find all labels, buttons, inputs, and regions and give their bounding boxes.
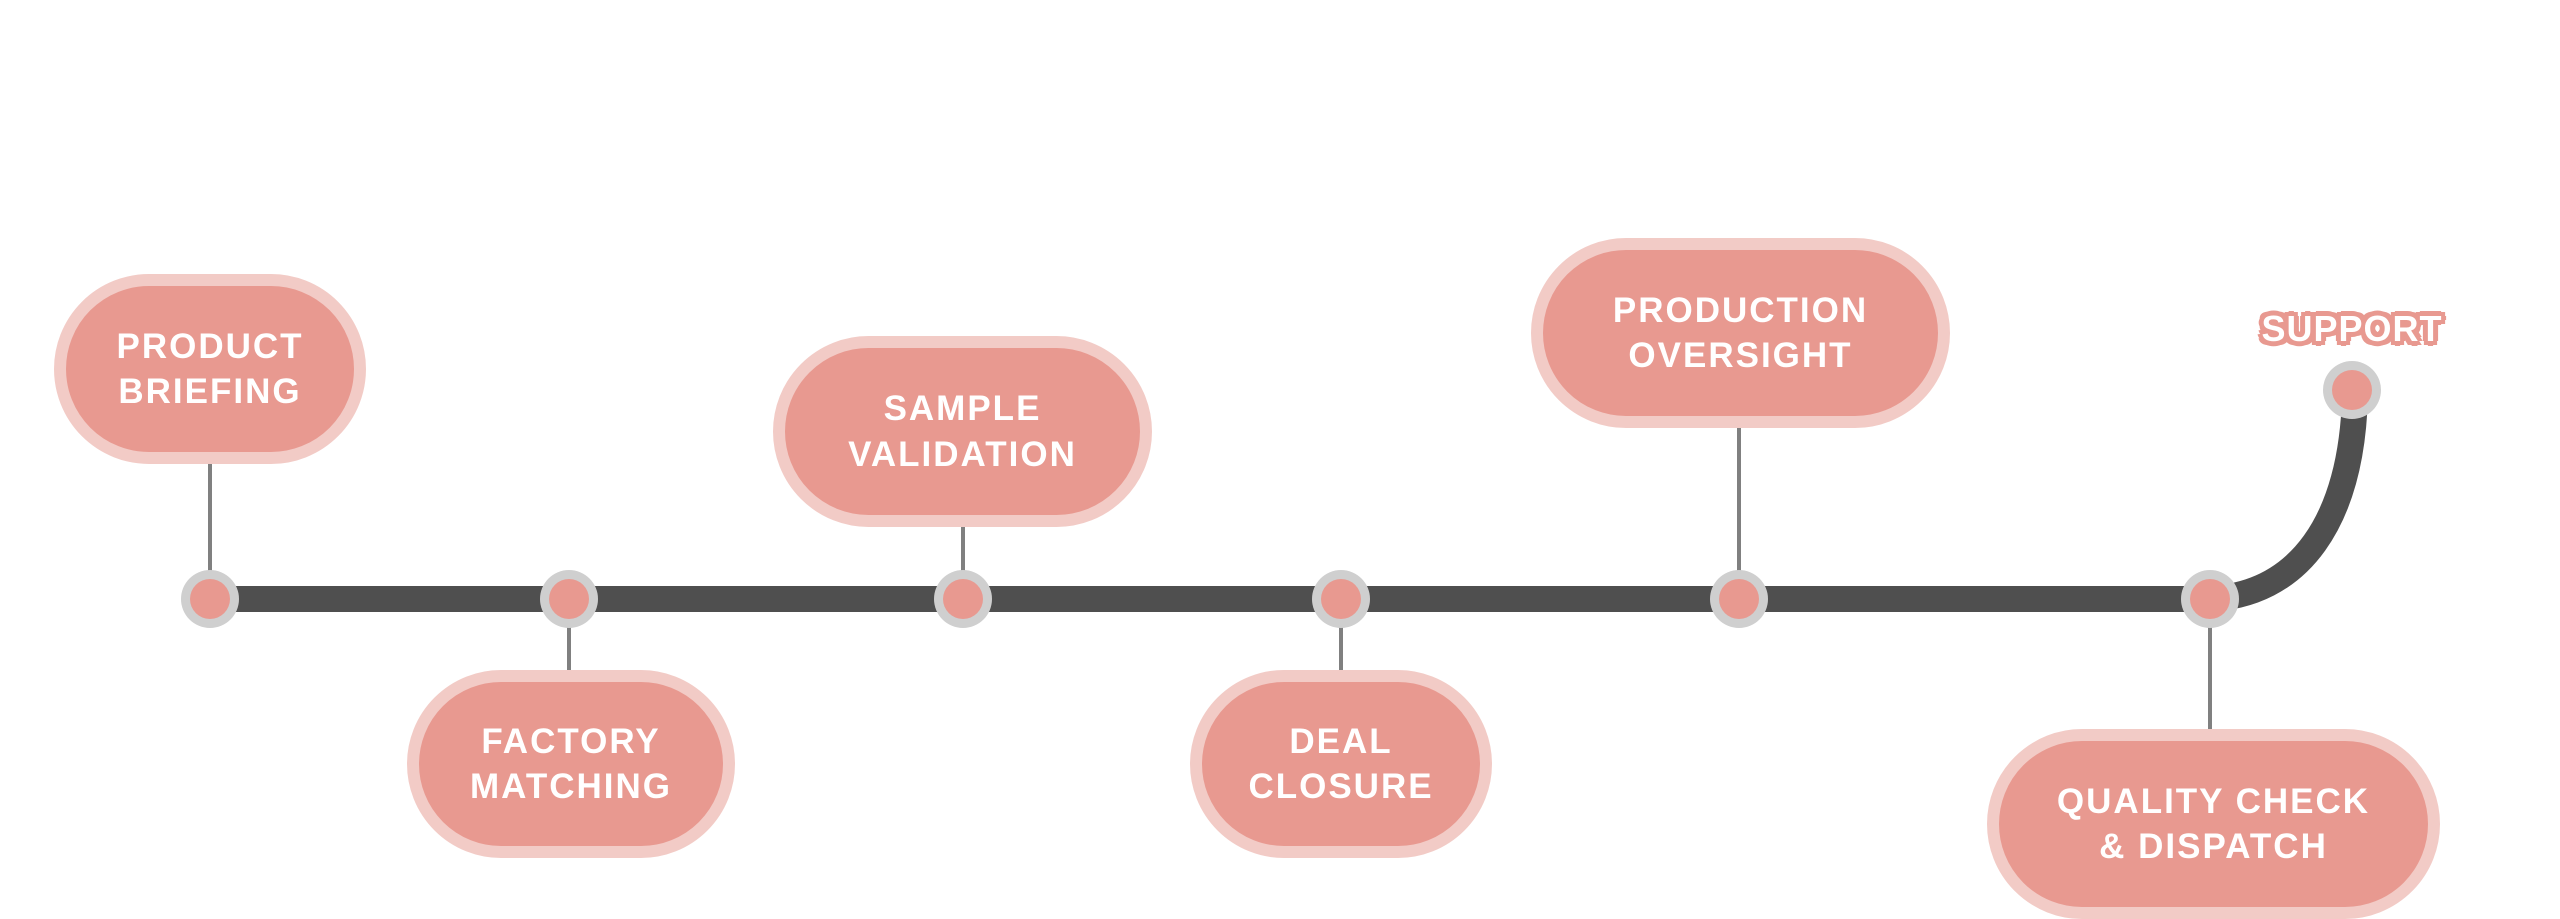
step-label: MATCHING [470,767,672,806]
step-label: OVERSIGHT [1628,336,1853,375]
node-1 [181,570,239,628]
step-support-label: SUPPORT [2261,308,2443,349]
step-label: QUALITY CHECK [2056,781,2371,821]
node-3 [934,570,992,628]
node-4 [1312,570,1370,628]
timeline-curve [2204,394,2368,612]
step-quality-check-dispatch: QUALITY CHECK & DISPATCH [1987,729,2440,919]
step-label: DEAL [1289,721,1393,761]
node-2 [540,570,598,628]
step-label: & DISPATCH [2099,827,2328,866]
step-label: VALIDATION [848,434,1077,474]
step-product-briefing: PRODUCT BRIEFING [54,274,366,464]
step-sample-validation: SAMPLE VALIDATION [773,336,1152,527]
step-label: BRIEFING [118,372,302,411]
step-deal-closure: DEAL CLOSURE [1190,670,1492,858]
step-label: CLOSURE [1248,767,1434,806]
step-production-oversight: PRODUCTION OVERSIGHT [1531,238,1950,428]
node-5 [1710,570,1768,628]
step-label: SAMPLE [883,389,1042,428]
node-support [2323,361,2381,419]
step-label: PRODUCT [116,326,304,366]
step-label: FACTORY [481,721,661,761]
node-6 [2181,570,2239,628]
step-label: PRODUCTION [1612,290,1869,330]
step-factory-matching: FACTORY MATCHING [407,670,735,858]
nodes [181,361,2381,628]
